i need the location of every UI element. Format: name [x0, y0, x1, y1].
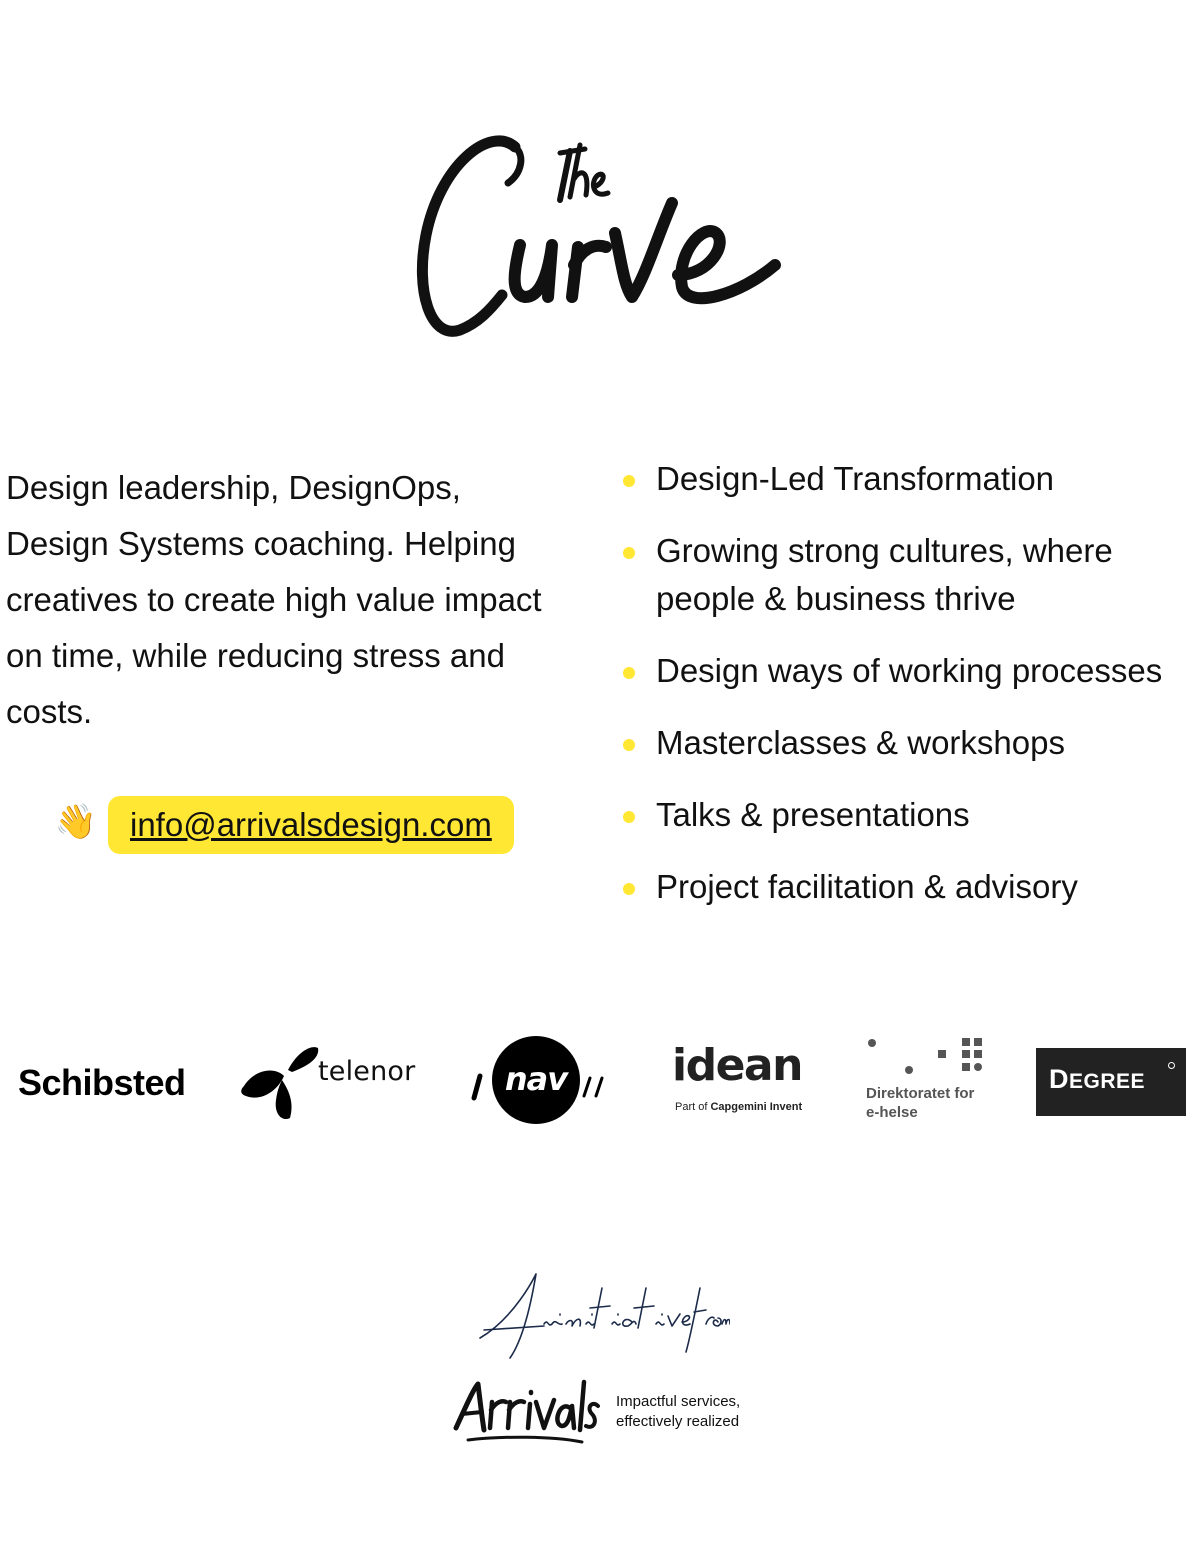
waving-hand-icon: 👋 — [54, 803, 98, 841]
service-label: Growing strong cultures, where people & … — [656, 532, 1113, 617]
degree-symbol-icon — [1168, 1062, 1175, 1069]
bullet-icon — [623, 811, 635, 823]
bullet-icon — [623, 667, 635, 679]
telenor-wordmark: telenor — [318, 1056, 416, 1087]
service-label: Design-Led Transformation — [656, 460, 1055, 497]
service-item: Growing strong cultures, where people & … — [620, 527, 1176, 623]
client-logo-nav: nav — [466, 1034, 612, 1126]
nav-wordmark: nav — [504, 1060, 568, 1098]
client-logo-schibsted: Schibsted — [18, 1058, 186, 1108]
service-item: Project facilitation & advisory — [620, 863, 1194, 911]
bullet-icon — [623, 739, 635, 751]
arrivals-logo — [453, 1379, 600, 1444]
tagline: Impactful services, effectively realized — [616, 1392, 786, 1432]
idean-subtitle: Part of Capgemini Invent — [675, 1101, 803, 1113]
email-link[interactable]: info@arrivalsdesign.com — [108, 796, 514, 854]
service-label: Masterclasses & workshops — [656, 724, 1065, 761]
service-item: Talks & presentations — [620, 791, 1194, 839]
nav-mark-icon — [471, 1036, 604, 1124]
bullet-icon — [623, 547, 635, 559]
initiative-script — [479, 1273, 730, 1359]
idean-wordmark: idean — [672, 1040, 803, 1091]
client-logo-degree: DEGREE — [1036, 1048, 1186, 1116]
service-item: Masterclasses & workshops — [620, 719, 1194, 767]
services-list: Design-Led Transformation Growing strong… — [620, 455, 1194, 935]
client-logo-idean: idean Part of Capgemini Invent — [672, 1040, 812, 1118]
client-logo-direktoratet-e-helse: Direktoratet for e-helse — [862, 1036, 992, 1128]
service-label: Project facilitation & advisory — [656, 868, 1078, 905]
telenor-propeller-icon — [241, 1047, 319, 1120]
e-helse-dots-icon — [868, 1038, 982, 1074]
service-label: Design ways of working processes — [656, 652, 1163, 689]
schibsted-wordmark: Schibsted — [18, 1062, 186, 1103]
service-item: Design ways of working processes — [620, 647, 1194, 695]
service-item: Design-Led Transformation — [620, 455, 1194, 503]
bullet-icon — [623, 883, 635, 895]
e-helse-wordmark: Direktoratet for e-helse — [866, 1085, 975, 1121]
intro-text: Design leadership, DesignOps, Design Sys… — [6, 469, 542, 730]
bullet-icon — [623, 475, 635, 487]
tagline-line: effectively realized — [616, 1413, 740, 1430]
tagline-line: Impactful services, — [616, 1393, 741, 1410]
client-logo-telenor: telenor — [238, 1040, 423, 1122]
service-label: Talks & presentations — [656, 796, 970, 833]
the-curve-logo — [416, 135, 781, 337]
degree-wordmark: DEGREE — [1049, 1064, 1146, 1094]
